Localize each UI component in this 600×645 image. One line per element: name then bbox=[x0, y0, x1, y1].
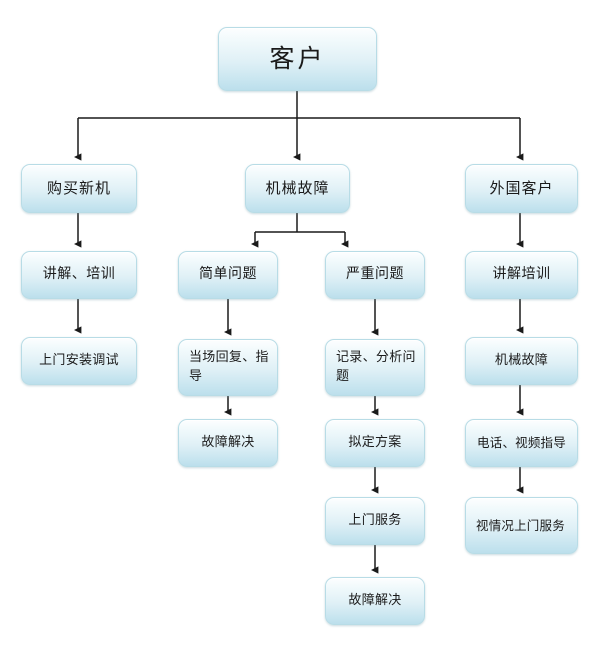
node-foreign-customer[interactable]: 外国客户 bbox=[465, 164, 578, 213]
node-simple-problem[interactable]: 简单问题 bbox=[178, 251, 278, 299]
node-explain-training-right[interactable]: 讲解培训 bbox=[465, 251, 578, 299]
node-label: 记录、分析问题 bbox=[336, 350, 416, 384]
node-root-customer[interactable]: 客户 bbox=[218, 27, 377, 91]
node-label: 简单问题 bbox=[199, 266, 257, 283]
node-serious-problem[interactable]: 严重问题 bbox=[325, 251, 425, 299]
node-phone-video-guide[interactable]: 电话、视频指导 bbox=[465, 419, 578, 467]
node-mechanical-fault-right[interactable]: 机械故障 bbox=[465, 337, 578, 385]
node-buy-new-machine[interactable]: 购买新机 bbox=[21, 164, 137, 213]
node-mechanical-fault[interactable]: 机械故障 bbox=[245, 164, 350, 213]
node-label: 电话、视频指导 bbox=[477, 435, 566, 451]
node-label: 拟定方案 bbox=[348, 434, 402, 450]
node-record-analyze-problem[interactable]: 记录、分析问题 bbox=[325, 339, 425, 396]
node-label: 讲解培训 bbox=[492, 266, 551, 283]
node-conditional-onsite-service[interactable]: 视情况上门服务 bbox=[465, 497, 578, 554]
node-draft-plan[interactable]: 拟定方案 bbox=[325, 419, 425, 467]
node-label: 严重问题 bbox=[346, 266, 404, 283]
node-label: 视情况上门服务 bbox=[476, 517, 565, 533]
node-label: 机械故障 bbox=[265, 178, 330, 197]
node-onsite-install-debug[interactable]: 上门安装调试 bbox=[21, 337, 137, 385]
node-label: 外国客户 bbox=[489, 178, 554, 197]
node-label: 故障解决 bbox=[348, 592, 402, 608]
node-label: 讲解、培训 bbox=[42, 266, 116, 283]
node-label: 购买新机 bbox=[46, 178, 111, 197]
node-fault-resolved-simple[interactable]: 故障解决 bbox=[178, 419, 278, 467]
node-label: 当场回复、指导 bbox=[189, 350, 269, 384]
node-label: 机械故障 bbox=[494, 352, 549, 368]
node-label: 上门服务 bbox=[348, 512, 402, 528]
node-onsite-reply-guide[interactable]: 当场回复、指导 bbox=[178, 339, 278, 396]
node-onsite-service[interactable]: 上门服务 bbox=[325, 497, 425, 545]
node-label: 客户 bbox=[269, 44, 326, 74]
node-fault-resolved-serious[interactable]: 故障解决 bbox=[325, 577, 425, 625]
node-explain-training-left[interactable]: 讲解、培训 bbox=[21, 251, 137, 299]
node-label: 故障解决 bbox=[201, 434, 255, 450]
node-label: 上门安装调试 bbox=[39, 352, 119, 368]
